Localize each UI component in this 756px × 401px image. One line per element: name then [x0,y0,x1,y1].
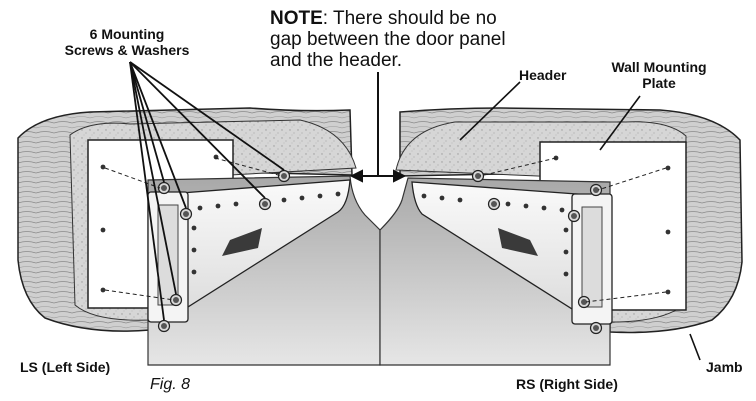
note-text: NOTE: There should be no gap between the… [270,8,520,71]
right-side-label: RS (Right Side) [516,376,618,392]
right-side-assembly [379,107,743,366]
header-leader-line [459,81,521,141]
note-gap-arrow [349,72,407,183]
screws-label-line-1: 6 Mounting [89,26,165,42]
left-bracket-slot [222,228,262,256]
screw-leader-lines [129,61,285,321]
plate-leader-line [599,95,641,151]
screws-label: 6 Mounting Screws & Washers [52,26,202,58]
figure-caption: Fig. 8 [150,376,191,393]
screws-label-line-2: Screws & Washers [64,42,190,58]
note-prefix: NOTE [270,8,323,29]
plate-label-line-1: Wall Mounting [611,59,707,75]
header-label: Header [519,67,567,83]
right-bracket-slot [498,228,538,256]
jamb-label: Jamb [706,359,743,375]
jamb-leader-line [689,333,701,361]
left-side-assembly [17,107,381,366]
plate-label-line-2: Plate [642,75,676,91]
wall-mounting-plate-label: Wall Mounting Plate [604,59,714,91]
left-side-label: LS (Left Side) [20,359,111,375]
note-body: : There should be no gap between the doo… [270,8,506,71]
